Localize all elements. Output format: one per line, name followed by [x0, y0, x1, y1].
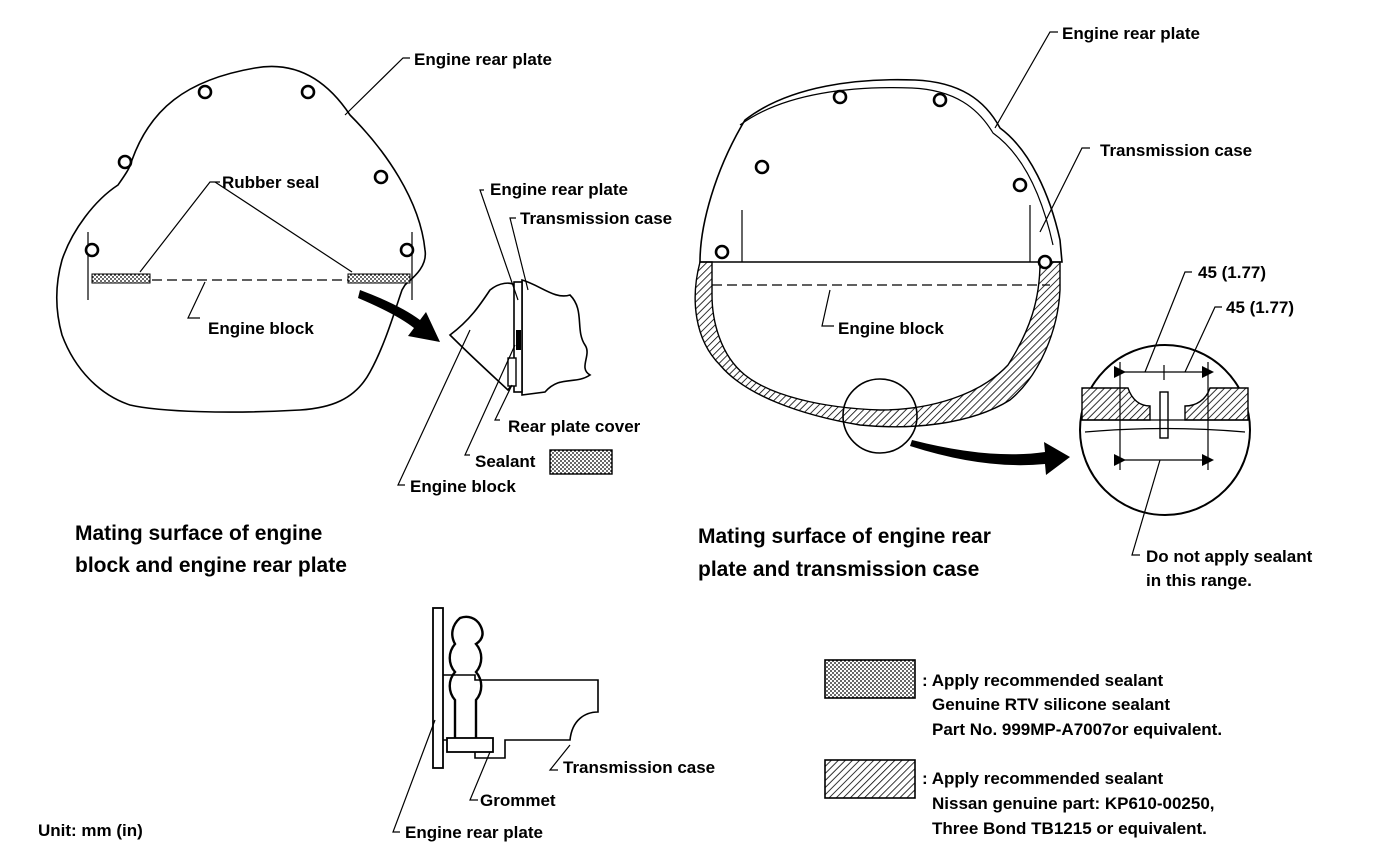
label-engine-block: Engine block — [208, 319, 314, 338]
legend-dotted-line3: Part No. 999MP-A7007or equivalent. — [932, 720, 1222, 739]
leader-grommet-rear-plate — [392, 719, 436, 833]
leader-dim-2 — [1184, 306, 1222, 373]
bolt-hole — [1012, 177, 1028, 193]
leader-grommet-transmission-case — [548, 744, 571, 771]
bolt-hole — [399, 242, 415, 258]
leader-transmission-case-right — [1039, 147, 1090, 233]
caption-right-line1: Mating surface of engine rear — [698, 525, 991, 548]
label-engine-block-right: Engine block — [838, 319, 944, 338]
legend-hatched-line1: : Apply recommended sealant — [922, 769, 1164, 788]
sealant-strip-left — [91, 273, 151, 284]
caption-left-line1: Mating surface of engine — [75, 522, 322, 545]
leader-rubber-seal-a — [139, 181, 220, 273]
label-grommet: Grommet — [480, 791, 556, 810]
grommet-rear-plate — [432, 607, 444, 769]
label-detail-rear-plate-cover: Rear plate cover — [508, 417, 641, 436]
leader-grommet — [469, 751, 491, 801]
leader-dim-1 — [1144, 271, 1192, 373]
engine-rear-plate-outline — [56, 65, 427, 413]
sealant-strip-right — [347, 273, 411, 284]
leader-engine-block-right — [821, 289, 834, 327]
leader-detail-engine-rear-plate — [479, 189, 519, 301]
label-detail-engine-block: Engine block — [410, 477, 516, 496]
leader-rubber-seal-b — [214, 181, 353, 273]
grommet-view: Transmission case Grommet Engine rear pl… — [392, 607, 715, 842]
detail-sealant-bead — [516, 330, 521, 350]
legend-hatched-swatch — [824, 759, 916, 799]
bolt-hole — [1037, 254, 1053, 270]
detail-view: Engine rear plate Transmission case Rear… — [397, 180, 672, 496]
legend-dotted-line1: : Apply recommended sealant — [922, 671, 1164, 690]
legend-dotted-swatch — [824, 659, 916, 699]
bolt-hole — [84, 242, 100, 258]
caption-left-line2: block and engine rear plate — [75, 554, 347, 577]
transmission-case-block — [443, 674, 599, 759]
label-no-sealant-line1: Do not apply sealant — [1146, 547, 1313, 566]
legend-hatched-line2: Nissan genuine part: KP610-00250, — [932, 794, 1215, 813]
bolt-hole — [832, 89, 848, 105]
label-engine-rear-plate: Engine rear plate — [414, 50, 552, 69]
label-rear-plate-right: Engine rear plate — [1062, 24, 1200, 43]
detail-engine-block-shape — [448, 282, 516, 392]
magnified-pin — [1159, 391, 1169, 439]
legend-hatched-line3: Three Bond TB1215 or equivalent. — [932, 819, 1207, 838]
caption-right-line2: plate and transmission case — [698, 558, 979, 581]
bolt-hole — [300, 84, 316, 100]
leader-detail-transmission-case — [509, 217, 529, 291]
label-dim-2: 45 (1.77) — [1226, 298, 1294, 317]
label-rubber-seal: Rubber seal — [222, 173, 319, 192]
bolt-hole — [932, 92, 948, 108]
bolt-hole — [373, 169, 389, 185]
label-grommet-transmission-case: Transmission case — [563, 758, 715, 777]
legend: : Apply recommended sealant Genuine RTV … — [824, 659, 1222, 838]
detail-transmission-case-shape — [521, 278, 592, 396]
right-view: Engine rear plate Transmission case Engi… — [694, 24, 1252, 454]
magnified-hatch-left — [1081, 387, 1151, 421]
leader-rear-plate-right — [994, 31, 1058, 129]
left-view: Engine rear plate Rubber seal Engine blo… — [56, 50, 552, 413]
leader-no-sealant — [1131, 459, 1161, 556]
label-detail-sealant: Sealant — [475, 452, 536, 471]
legend-dotted-line2: Genuine RTV silicone sealant — [932, 695, 1170, 714]
label-transmission-case-right: Transmission case — [1100, 141, 1252, 160]
transmission-case-outline — [739, 87, 1054, 246]
detail-arrow-left — [358, 290, 440, 342]
leader-engine-block — [187, 281, 206, 319]
bolt-hole — [714, 244, 730, 260]
unit-label: Unit: mm (in) — [38, 821, 143, 840]
label-dim-1: 45 (1.77) — [1198, 263, 1266, 282]
label-detail-transmission-case: Transmission case — [520, 209, 672, 228]
magnified-lower-edge — [1084, 427, 1246, 433]
detail-arrow-right — [910, 440, 1070, 475]
magnify-circle-small — [842, 378, 918, 454]
magnified-detail: 45 (1.77) 45 (1.77) Do not apply sealant… — [1079, 263, 1313, 590]
sealant-swatch — [549, 449, 613, 475]
leader-detail-engine-block — [397, 329, 471, 486]
label-detail-engine-rear-plate: Engine rear plate — [490, 180, 628, 199]
leader-detail-sealant — [464, 344, 516, 456]
hatched-sealant-band — [694, 261, 1061, 428]
bolt-hole — [117, 154, 133, 170]
label-no-sealant-line2: in this range. — [1146, 571, 1252, 590]
grommet-base — [446, 737, 494, 753]
detail-rear-plate-cover — [507, 357, 517, 387]
rear-plate-outline-right — [699, 78, 1063, 263]
label-grommet-rear-plate: Engine rear plate — [405, 823, 543, 842]
leader-detail-rear-plate-cover — [494, 384, 513, 421]
grommet-body — [448, 615, 484, 740]
leader-engine-rear-plate — [344, 57, 410, 116]
bolt-hole — [754, 159, 770, 175]
bolt-hole — [197, 84, 213, 100]
